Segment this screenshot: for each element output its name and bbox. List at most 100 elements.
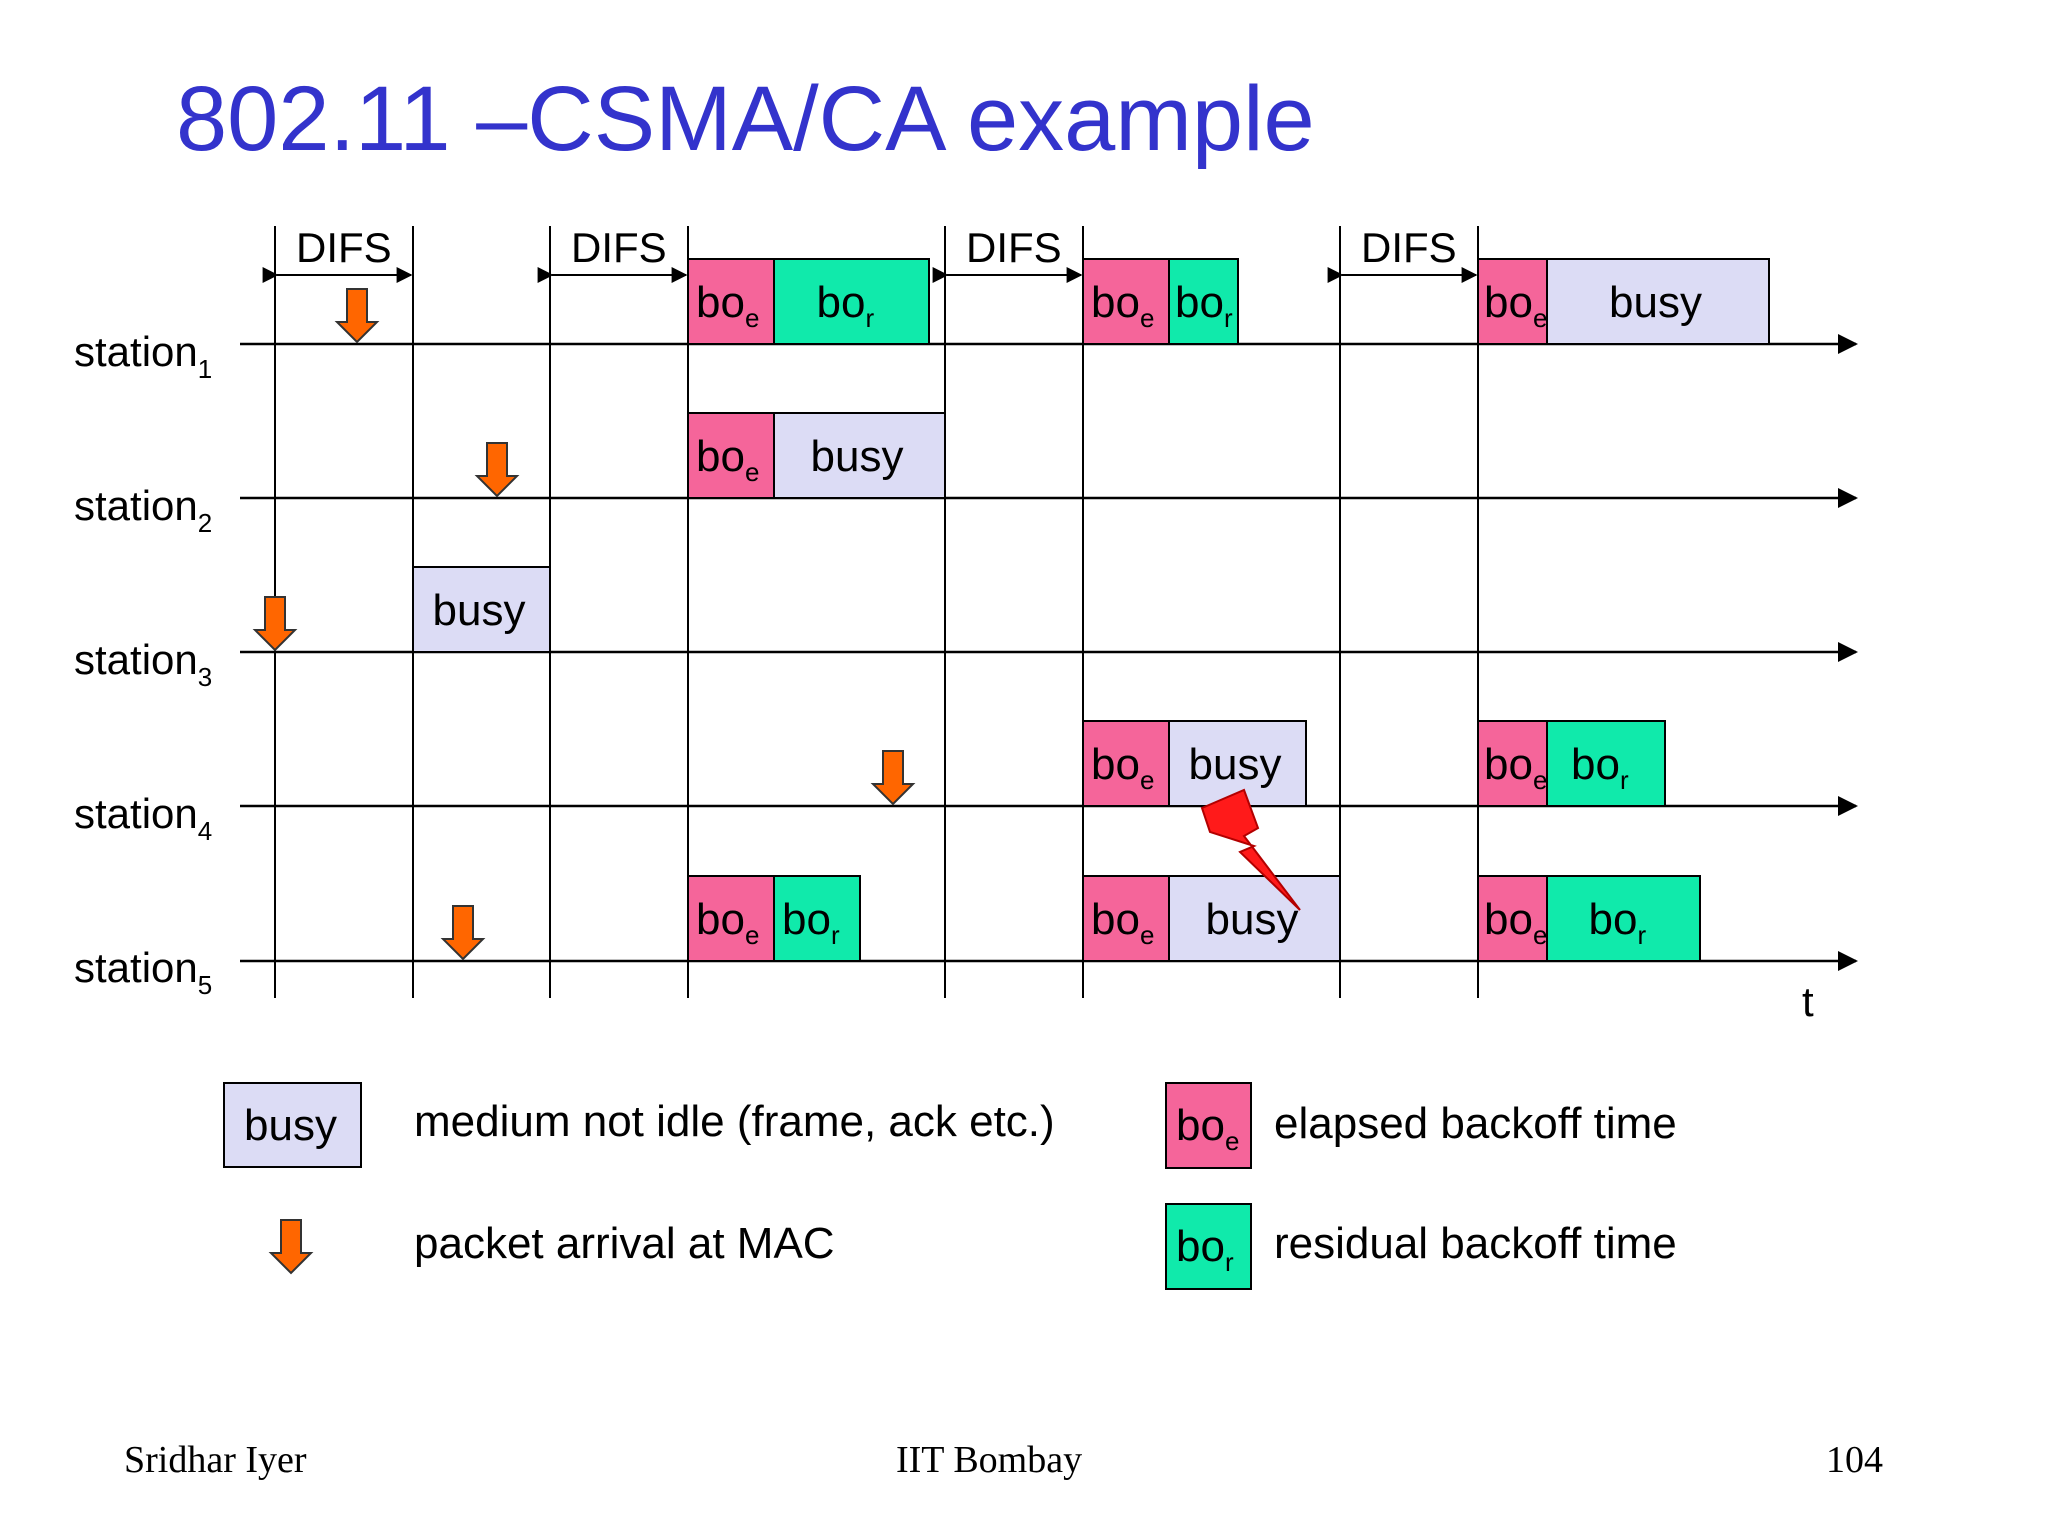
footer-institution: IIT Bombay: [896, 1439, 1082, 1481]
arrow-down-icon: [440, 905, 486, 961]
block-label: boe: [1484, 740, 1547, 795]
block-label: busy: [811, 432, 904, 481]
busy-block: busy: [773, 412, 946, 499]
station-label: station3: [74, 636, 212, 692]
legend: busy medium not idle (frame, ack etc.) p…: [223, 1082, 1677, 1290]
block-rect: [773, 258, 930, 345]
block-label: boe: [1091, 740, 1154, 795]
station-label: station1: [74, 328, 212, 384]
footer-page-number: 104: [1826, 1439, 1883, 1481]
arrow-down-icon: [334, 288, 380, 344]
elapsed-backoff-block: boe: [1477, 875, 1548, 962]
footer-author: Sridhar Iyer: [124, 1439, 307, 1481]
block-label: boe: [1484, 895, 1547, 950]
block-label: boe: [1484, 278, 1547, 333]
block-rect: [1168, 875, 1341, 962]
block-rect: [1546, 720, 1666, 807]
block-rect: [1168, 258, 1239, 345]
busy-block: busy: [1168, 875, 1341, 962]
block-rect: [1546, 875, 1701, 962]
block-label: boe: [696, 895, 759, 950]
arrow-down-icon: [268, 1219, 314, 1275]
station-row-2: station2: [74, 482, 1858, 538]
station-label: station2: [74, 482, 212, 538]
elapsed-backoff-block: boe: [1082, 258, 1170, 345]
legend-bo-e-swatch-text: boe: [1176, 1101, 1239, 1156]
elapsed-backoff-block: boe: [687, 875, 775, 962]
packet-arrivals: [252, 288, 916, 961]
legend-bo-e-desc: elapsed backoff time: [1274, 1099, 1677, 1148]
block-label: bor: [1589, 895, 1647, 950]
difs-marker: DIFS: [932, 224, 1083, 283]
elapsed-backoff-block: boe: [1082, 875, 1170, 962]
block-rect: [412, 566, 551, 653]
block-rect: [1546, 258, 1770, 345]
difs-markers: DIFS DIFS DIFS DIFS: [262, 224, 1478, 283]
collision-icon: [1200, 788, 1301, 911]
residual-backoff-block: bor: [1546, 720, 1666, 807]
difs-label: DIFS: [966, 224, 1062, 271]
block-rect: [687, 412, 775, 499]
block-label: boe: [696, 278, 759, 333]
block-label: busy: [1189, 740, 1282, 789]
elapsed-backoff-block: boe: [1477, 720, 1548, 807]
arrow-down-icon: [252, 596, 298, 652]
legend-bo-r-desc: residual backoff time: [1274, 1219, 1677, 1268]
residual-backoff-block: bor: [773, 875, 861, 962]
difs-label: DIFS: [1361, 224, 1457, 271]
block-rect: [773, 875, 861, 962]
block-label: busy: [1206, 895, 1299, 944]
slide-title: 802.11 –CSMA/CA example: [176, 68, 1315, 170]
legend-arrival-desc: packet arrival at MAC: [414, 1219, 835, 1268]
block-label: bor: [782, 895, 840, 950]
block-label: busy: [1609, 278, 1702, 327]
legend-bo-e: boe elapsed backoff time: [1165, 1082, 1677, 1169]
timeline-diagram: DIFS DIFS DIFS DIFS station1: [74, 224, 1858, 1025]
slide-footer: Sridhar Iyer IIT Bombay 104: [124, 1439, 1883, 1481]
difs-label: DIFS: [571, 224, 667, 271]
legend-busy-swatch: [223, 1082, 362, 1168]
arrow-down-icon: [870, 750, 916, 806]
block-label: boe: [1091, 278, 1154, 333]
block-label: boe: [696, 432, 759, 487]
time-axis-label: t: [1802, 978, 1814, 1025]
legend-bo-r-swatch: [1165, 1203, 1252, 1290]
station-label: station4: [74, 790, 212, 846]
elapsed-backoff-block: boe: [687, 258, 775, 345]
legend-arrival: packet arrival at MAC: [268, 1219, 835, 1275]
block-label: busy: [433, 586, 526, 635]
legend-bo-r-swatch-text: bor: [1176, 1222, 1234, 1277]
arrow-down-icon: [474, 442, 520, 498]
busy-block: busy: [412, 566, 551, 653]
block-rect: [1477, 720, 1548, 807]
legend-busy-swatch-text: busy: [244, 1101, 337, 1150]
legend-busy: busy medium not idle (frame, ack etc.): [223, 1082, 1055, 1168]
block-rect: [1082, 720, 1170, 807]
elapsed-backoff-block: boe: [1477, 258, 1548, 345]
difs-marker: DIFS: [1327, 224, 1478, 283]
difs-marker: DIFS: [537, 224, 688, 283]
difs-label: DIFS: [296, 224, 392, 271]
block-label: bor: [1175, 278, 1233, 333]
legend-bo-r: bor residual backoff time: [1165, 1203, 1677, 1290]
elapsed-backoff-block: boe: [1082, 720, 1170, 807]
residual-backoff-block: bor: [1168, 258, 1239, 345]
block-rect: [773, 412, 946, 499]
difs-marker: DIFS: [262, 224, 413, 283]
residual-backoff-block: bor: [773, 258, 930, 345]
residual-backoff-block: bor: [1546, 875, 1701, 962]
legend-bo-e-swatch: [1165, 1082, 1252, 1169]
legend-busy-desc: medium not idle (frame, ack etc.): [414, 1097, 1055, 1146]
block-rect: [1477, 258, 1548, 345]
elapsed-backoff-block: boe: [687, 412, 775, 499]
block-rect: [1477, 875, 1548, 962]
station-axes: station1 station2 station3 station4 stat…: [74, 328, 1858, 1025]
block-label: bor: [817, 278, 875, 333]
block-rect: [687, 875, 775, 962]
block-rect: [1082, 875, 1170, 962]
block-rect: [1082, 258, 1170, 345]
busy-block: busy: [1546, 258, 1770, 345]
block-label: bor: [1571, 740, 1629, 795]
